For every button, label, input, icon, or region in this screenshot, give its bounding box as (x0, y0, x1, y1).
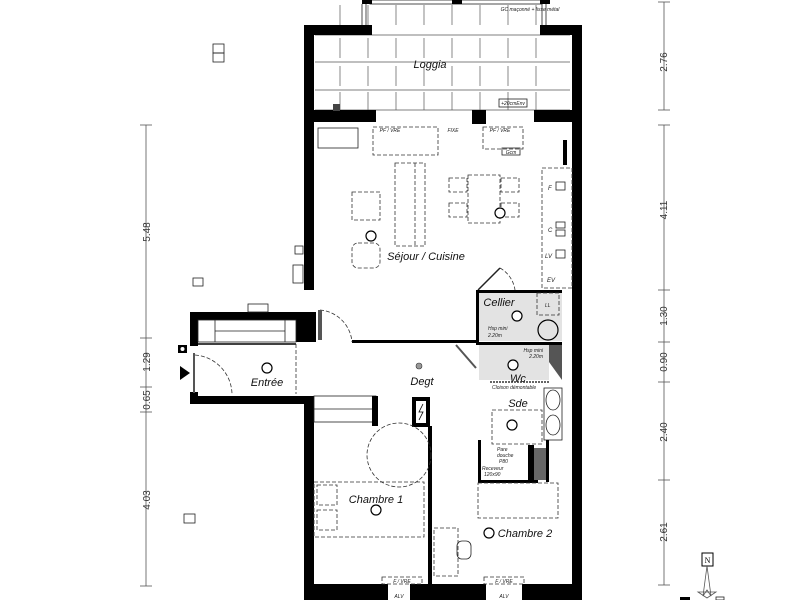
dim-left-3: 4.03 (142, 490, 153, 510)
compass-north-label: N (705, 556, 711, 565)
dim-right-5: 2.61 (659, 522, 670, 542)
shower-screen-1: Pare (497, 447, 508, 453)
alv-chambre-2: ALV (498, 594, 509, 600)
cellier: Cellier LL Hsp mini 2.20m (476, 290, 562, 342)
dimensions-right: 2.76 4.11 1.30 0.90 2.40 2.61 (658, 1, 670, 586)
external-markers (183, 43, 304, 524)
dim-left-2: 0.65 (142, 390, 153, 410)
room-label-sejour: Séjour / Cuisine (387, 251, 465, 263)
kitchen-sink-label: EV (547, 278, 556, 284)
dim-right-4: 2.40 (659, 422, 670, 442)
room-label-loggia: Loggia (413, 59, 446, 71)
kitchen-fridge-label: F (548, 186, 552, 192)
room-label-wc: Wc (510, 373, 526, 385)
wc-height-1: Hsp mini (524, 348, 544, 354)
degagement: Degt (318, 309, 477, 427)
dim-left-1: 1.29 (142, 352, 153, 372)
gcm-label: Gcm (506, 150, 517, 156)
north-compass-icon: N (680, 552, 725, 600)
window-pf-vre-right: PF / VRE (490, 128, 511, 134)
dim-right-1: 4.11 (659, 200, 670, 219)
room-label-chambre-1: Chambre 1 (349, 494, 403, 506)
dim-left-0: 5.48 (142, 222, 153, 242)
chambre-1: Chambre 1 F / VRE ALV (313, 395, 432, 600)
chambre-2: Chambre 2 F / VRE ALV (433, 482, 559, 600)
window-chambre-1: F / VRE (393, 579, 411, 585)
alv-chambre-1: ALV (393, 594, 404, 600)
room-label-entree: Entrée (251, 377, 283, 389)
shower-tray-1: Receveur (482, 466, 504, 472)
room-label-chambre-2: Chambre 2 (498, 528, 552, 540)
wc-height-2: 2.20m (528, 354, 543, 360)
sejour-cuisine: PF / VRE FIXE PF / VRE Gcm Séjour / Cuis… (317, 126, 573, 343)
loggia-height-note: +20cmEnv (501, 101, 525, 107)
dim-right-2: 1.30 (659, 306, 670, 326)
cellier-height-1: Hsp mini (488, 326, 508, 332)
exterior-walls (190, 122, 582, 600)
dim-right-0: 2.76 (659, 52, 670, 72)
entree: Entrée (178, 303, 297, 395)
partition-note: Cloison démontable (492, 385, 536, 391)
room-label-sde: Sde (508, 398, 528, 410)
window-pf-vre-left: PF / VRE (380, 128, 401, 134)
shower-screen-2: douche (497, 453, 514, 459)
window-chambre-2: F / VRE (495, 579, 513, 585)
kitchen-cooktop-label: C (548, 228, 553, 234)
shower-tray-2: 120x90 (484, 472, 501, 478)
wc: Hsp mini 2.20m Wc Cloison démontable (476, 342, 562, 391)
dim-right-3: 0.90 (659, 352, 670, 372)
dimensions-left: 5.48 1.29 0.65 4.03 (140, 124, 153, 587)
room-label-cellier: Cellier (483, 297, 516, 309)
railing-note: GC maçonné + lisse métal (501, 7, 561, 13)
loggia-area: Loggia GC maçonné + lisse métal +20cmEnv (304, 0, 582, 124)
kitchen-dishwasher-label: LV (545, 254, 553, 260)
washing-machine-label: LL (545, 303, 551, 309)
shower-screen-3: P80 (499, 459, 508, 465)
window-fixe: FIXE (447, 128, 459, 134)
room-label-degt: Degt (410, 376, 434, 388)
cellier-height-2: 2.20m (487, 333, 502, 339)
sde: Sde Pare douche P80 Receveur 120x90 (478, 387, 563, 483)
loggia-tiles (315, 5, 570, 111)
